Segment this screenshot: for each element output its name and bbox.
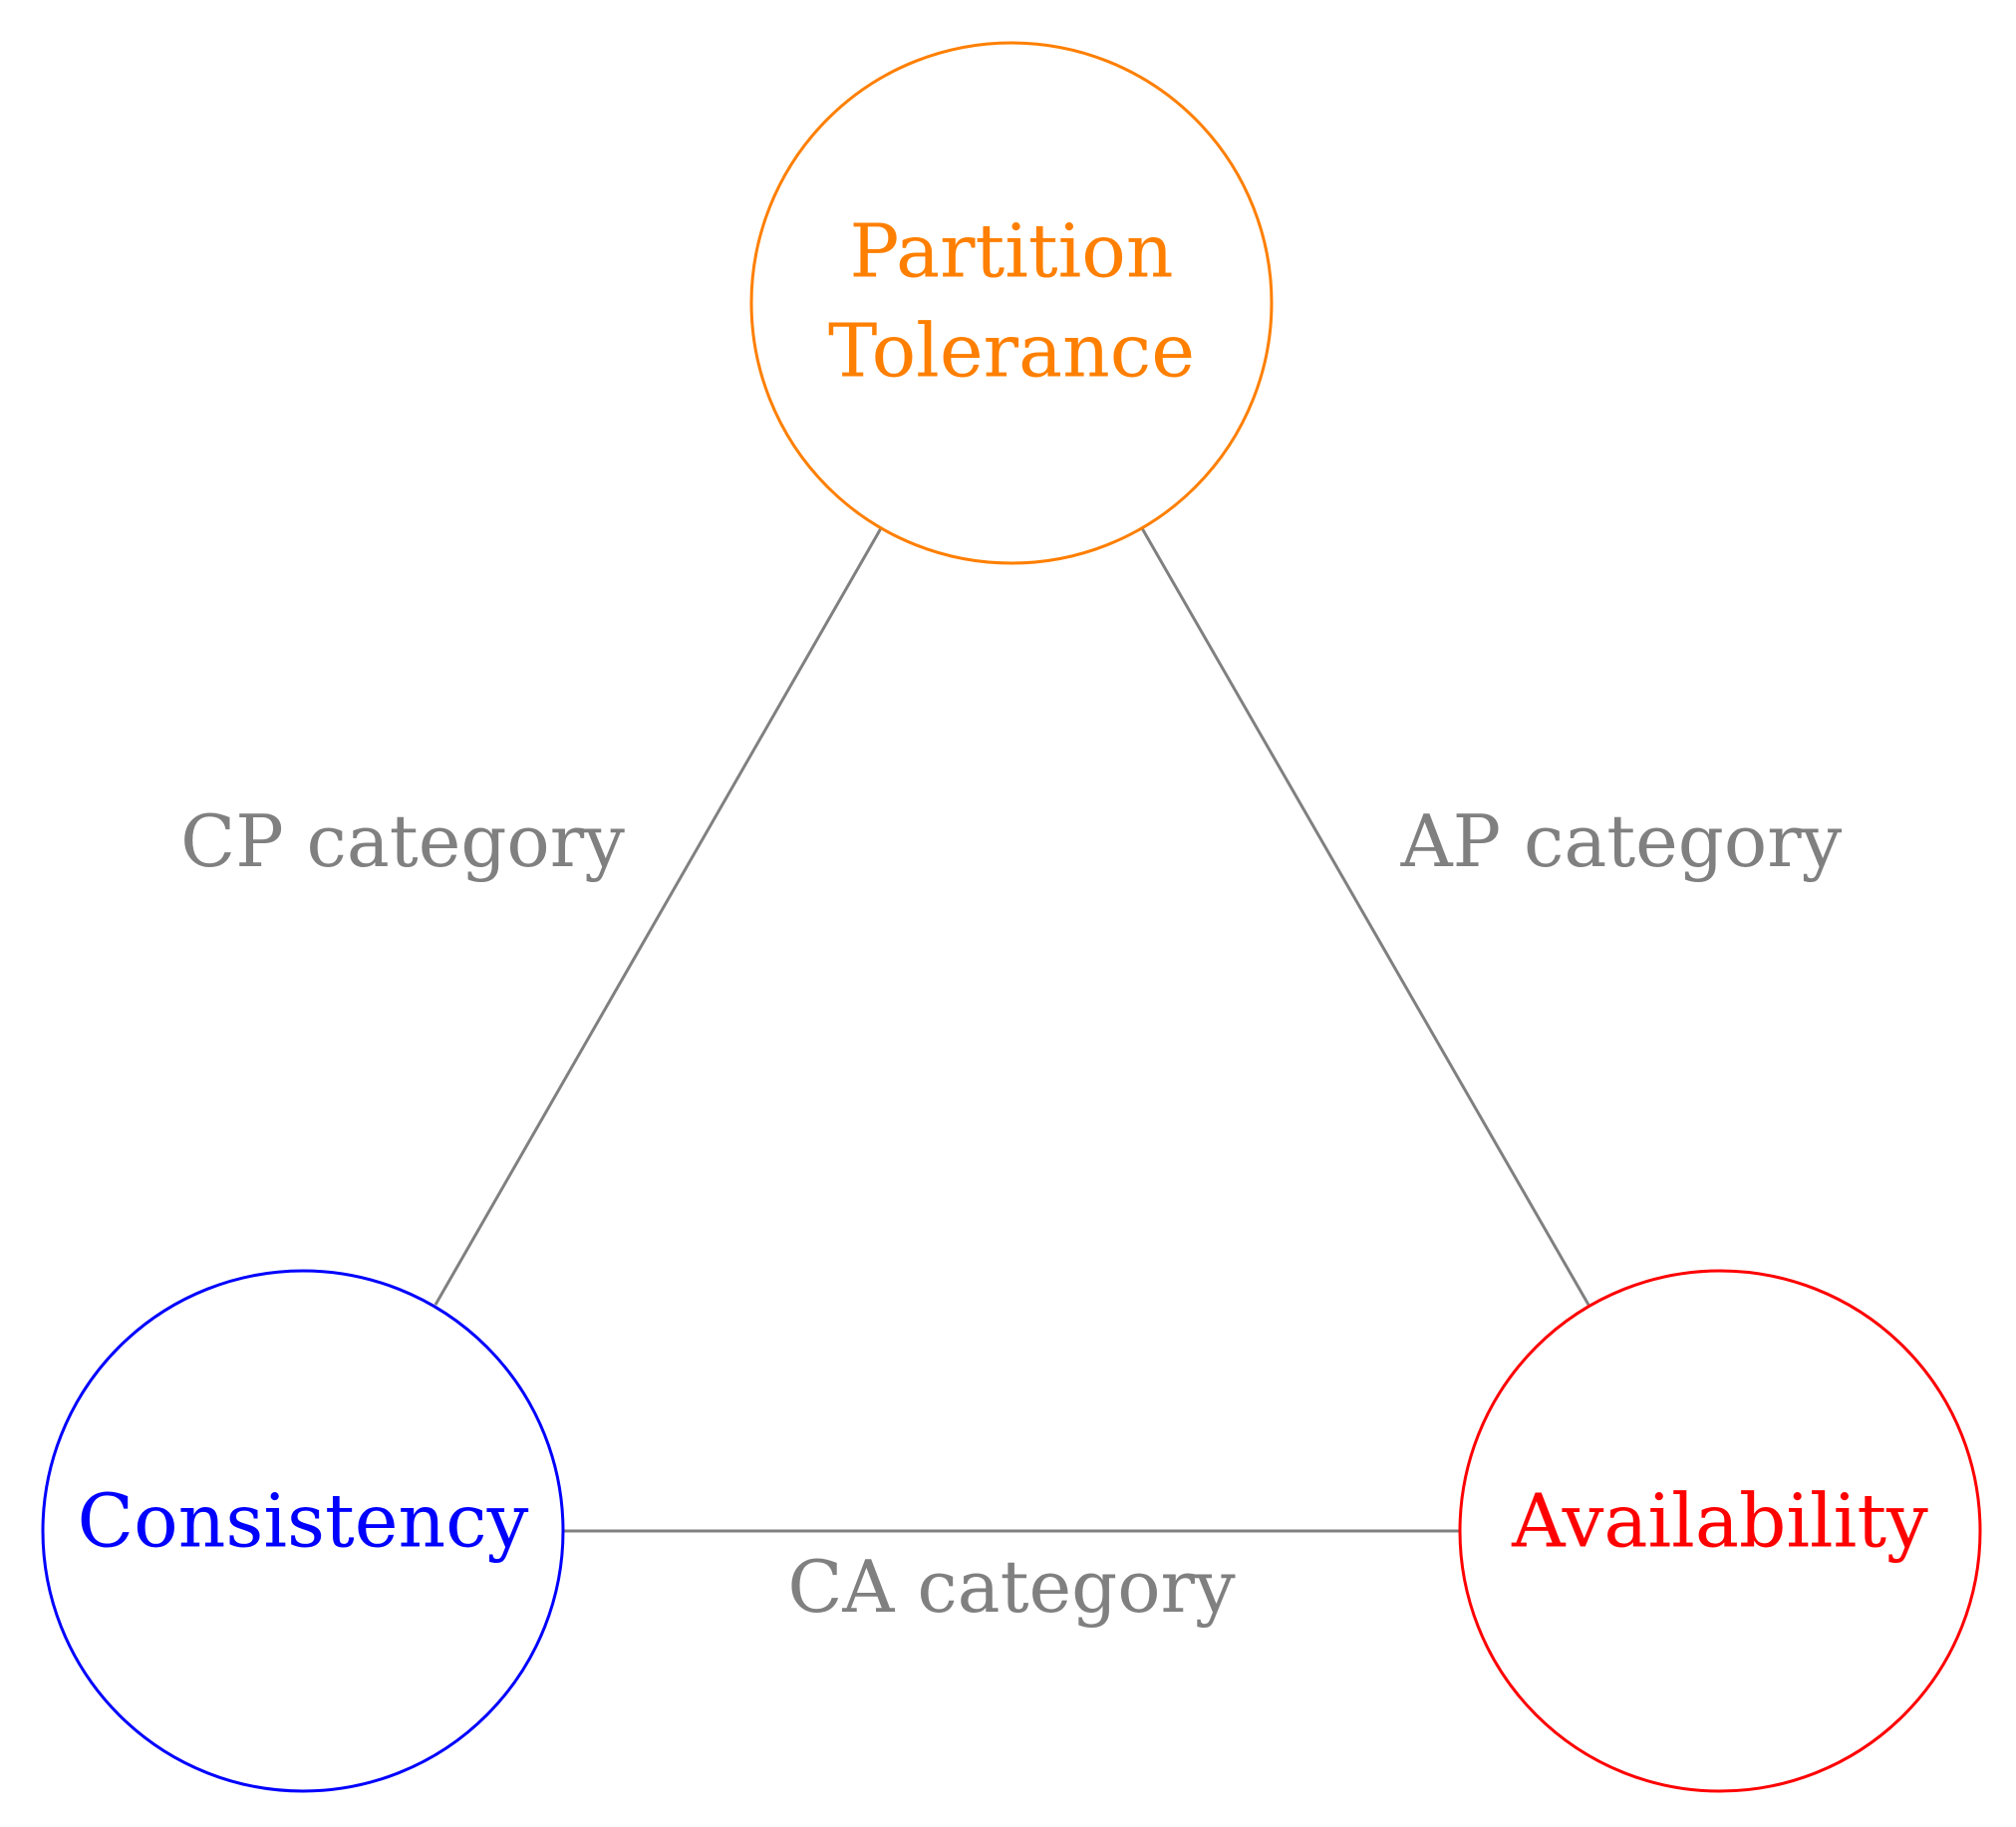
node-partition-tolerance xyxy=(749,41,1274,565)
availability-label: Availability xyxy=(1511,1478,1928,1564)
ca-category-label: CA category xyxy=(787,1545,1236,1629)
partition-label-line2: Tolerance xyxy=(828,308,1195,394)
ap-category-label: AP category xyxy=(1400,799,1843,883)
cp-category-label: CP category xyxy=(180,799,625,883)
partition-label-line1: Partition xyxy=(850,208,1174,294)
edge-cp xyxy=(433,527,883,1306)
edge-ap xyxy=(1140,527,1590,1306)
consistency-label: Consistency xyxy=(78,1478,529,1564)
node-availability xyxy=(1458,1269,1982,1793)
node-consistency xyxy=(41,1269,565,1793)
